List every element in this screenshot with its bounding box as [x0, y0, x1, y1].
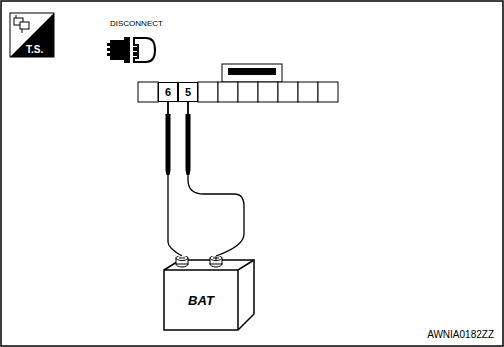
- connector-pin-cell: 5: [178, 82, 198, 102]
- connector-cell: [218, 82, 238, 102]
- connector-pin-cell: 6: [158, 82, 178, 102]
- connector-cell: [318, 82, 338, 102]
- connector-cell: [298, 82, 318, 102]
- connector-cell: [258, 82, 278, 102]
- lock-housing: [222, 64, 282, 82]
- pin-number: 5: [185, 87, 191, 98]
- battery: BAT: [160, 256, 258, 334]
- pin-number: 6: [165, 87, 171, 98]
- disconnect-icon: [107, 37, 155, 63]
- battery-label: BAT: [188, 294, 214, 307]
- test-lead: [188, 102, 244, 256]
- lock-tab: [228, 68, 276, 75]
- connector-cell: [278, 82, 298, 102]
- connector-cell: [238, 82, 258, 102]
- ts-icon-text: T.S.: [26, 45, 43, 55]
- icon-caption: DISCONNECT: [110, 20, 163, 28]
- tester-probes: [166, 102, 191, 175]
- connector-cell: [198, 82, 218, 102]
- test-lead: [168, 102, 182, 256]
- figure-code: AWNIA0182ZZ: [427, 330, 494, 340]
- ts-icon: [10, 13, 54, 57]
- connector-cell: [138, 82, 158, 102]
